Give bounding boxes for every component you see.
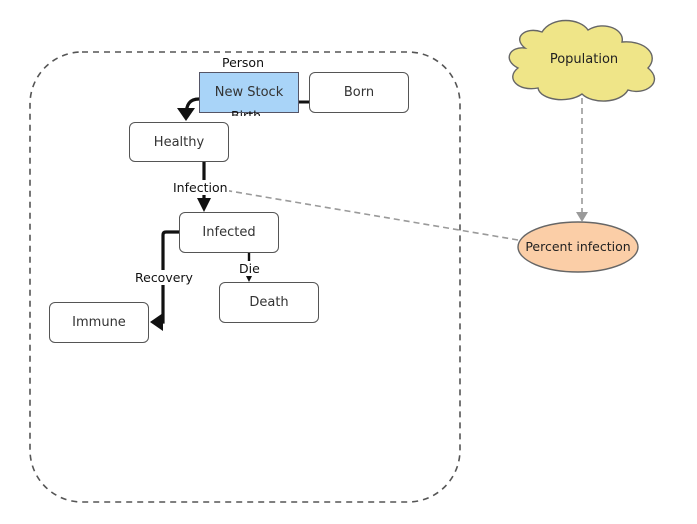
population-cloud[interactable] [508,19,655,102]
die-label: Die [238,261,261,276]
recovery-label: Recovery [134,270,194,285]
healthy-node[interactable]: Healthy [129,122,229,162]
population-label: Population [549,52,619,67]
person-boundary [29,51,461,503]
birth-label: Birth [230,110,262,116]
percent-to-infection-link [211,187,519,241]
boundary-title: Person [222,55,265,70]
birth-arrowhead [177,108,195,121]
recovery-flow [156,230,179,324]
die-arrowhead [246,276,252,282]
population-link-arrowhead [576,212,588,222]
infected-node[interactable]: Infected [179,212,279,253]
percent-infection-ellipse[interactable] [517,221,639,273]
percent-infection-label: Percent infection [525,239,631,254]
born-node[interactable]: Born [309,72,409,113]
death-node[interactable]: Death [219,282,319,323]
immune-node[interactable]: Immune [49,302,149,343]
recovery-arrowhead [150,313,163,331]
infection-arrowhead [197,198,211,212]
new-stock-node[interactable]: New Stock [199,72,299,113]
infection-label: Infection [172,180,229,195]
